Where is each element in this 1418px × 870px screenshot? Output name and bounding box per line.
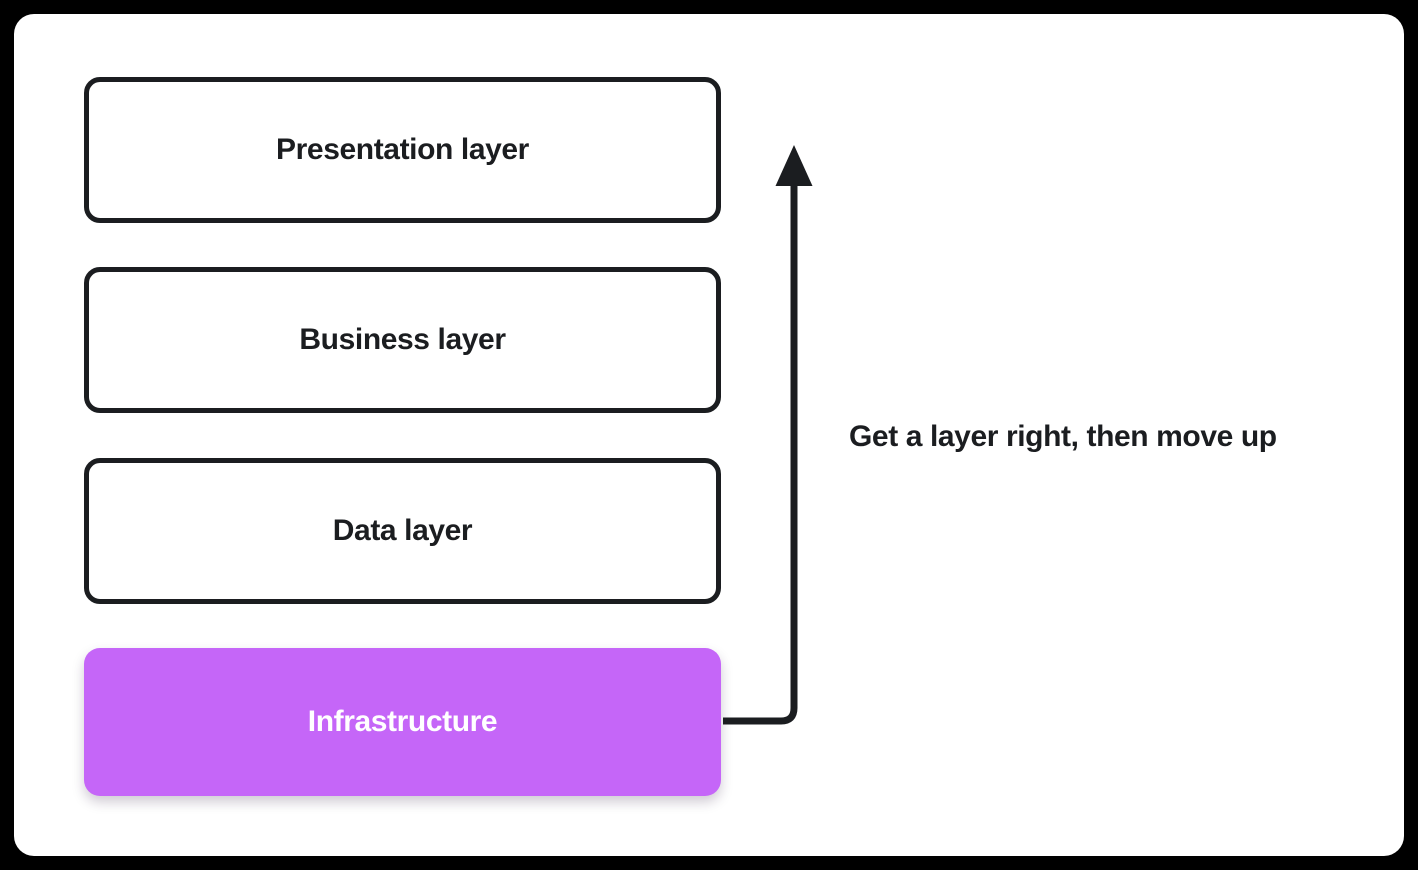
- layer-box-infrastructure: Infrastructure: [84, 648, 721, 796]
- layer-box-business: Business layer: [84, 267, 721, 413]
- layer-box-data: Data layer: [84, 458, 721, 604]
- layer-label-presentation: Presentation layer: [276, 133, 529, 166]
- annotation-text: Get a layer right, then move up: [849, 420, 1277, 453]
- layer-label-data: Data layer: [332, 514, 473, 547]
- layer-label-business: Business layer: [299, 323, 506, 356]
- layer-label-infrastructure: Infrastructure: [307, 705, 498, 738]
- layer-box-presentation: Presentation layer: [84, 77, 721, 223]
